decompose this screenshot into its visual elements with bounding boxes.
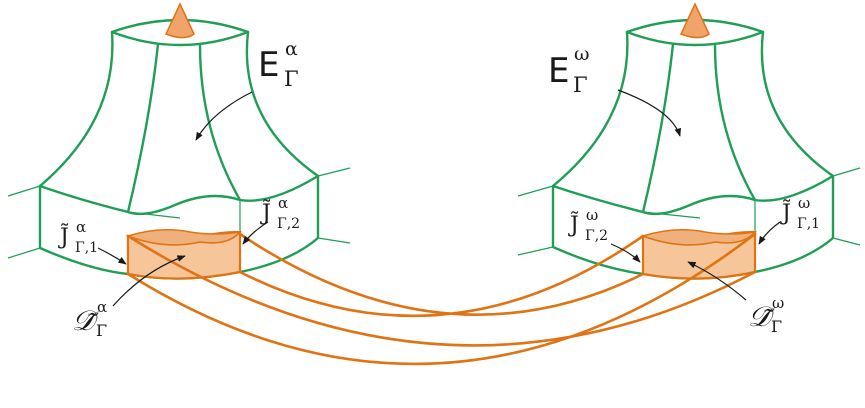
alpha-sheet: [7, 2, 351, 280]
alpha-ext-line-right-bottom: [317, 237, 351, 244]
arrow-J-omega-1: [758, 221, 781, 245]
alpha-ext-line-right-top: [317, 167, 351, 177]
omega-rib-2: [713, 43, 757, 202]
omega-rib-1: [641, 42, 675, 214]
arrow-E-alpha: [195, 91, 253, 141]
alpha-ext-line-left-top: [7, 185, 41, 197]
alpha-top-rim: [110, 30, 250, 47]
omega-ext-line-right-top: [832, 167, 861, 177]
arrow-J-alpha-1: [97, 247, 127, 265]
arrow-D-omega: [687, 261, 747, 301]
label-E-alpha-sub: Γ: [284, 67, 299, 91]
label-E-alpha-sup: α: [285, 38, 298, 60]
label-E-omega-sub: Γ: [573, 73, 588, 97]
label-D-alpha: 𝒟̃ α Γ: [72, 298, 107, 340]
label-J-omega-2-sub: Γ,2: [585, 228, 608, 244]
alpha-region-top: [125, 228, 243, 246]
label-J-omega-1-sub: Γ,1: [797, 216, 820, 232]
connector-arcs: [126, 232, 757, 366]
label-J-omega-1-base: J̃: [780, 200, 791, 226]
label-J-omega-1-sup: ω: [798, 194, 810, 212]
arc-1: [238, 232, 645, 316]
label-J-omega-2-sup: ω: [586, 206, 598, 224]
arrow-E-omega: [617, 89, 681, 137]
omega-top-rim: [625, 30, 765, 47]
omega-ext-line-left-bottom: [517, 246, 554, 256]
omega-cusp: [679, 2, 710, 39]
label-D-omega-sup: ω: [772, 294, 784, 312]
omega-upper-body: [551, 18, 835, 216]
label-D-omega: 𝒟̃ ω Γ: [748, 294, 784, 336]
label-J-alpha-2: J̃ α Γ,2: [260, 194, 300, 232]
label-J-alpha-1-base: J̃: [58, 224, 69, 250]
arc-4: [126, 232, 757, 366]
label-J-alpha-1-sup: α: [76, 218, 86, 236]
arc-2: [238, 234, 645, 318]
label-J-omega-2-base: J̃: [568, 212, 579, 238]
label-J-alpha-1: J̃ α Γ,1: [58, 218, 98, 256]
label-E-alpha: E α Γ: [258, 38, 299, 91]
label-J-omega-1: J̃ ω Γ,1: [780, 194, 820, 232]
label-E-alpha-base: E: [258, 45, 279, 85]
label-E-omega-sup: ω: [574, 43, 590, 65]
alpha-cusp: [164, 2, 195, 39]
omega-ext-line-left-top: [517, 185, 554, 197]
label-J-omega-2: J̃ ω Γ,2: [568, 206, 608, 244]
label-J-alpha-1-sub: Γ,1: [75, 240, 98, 256]
label-D-alpha-sub: Γ: [96, 321, 107, 340]
arc-3: [126, 234, 757, 347]
label-J-alpha-2-sup: α: [278, 194, 288, 212]
label-D-alpha-sup: α: [97, 298, 107, 316]
arrow-D-alpha: [112, 255, 186, 307]
label-E-omega: E ω Γ: [548, 43, 590, 97]
arrow-J-alpha-2: [242, 221, 269, 245]
label-D-omega-sub: Γ: [771, 317, 782, 336]
annotation-arrows: [97, 89, 781, 307]
arrow-J-omega-2: [610, 243, 641, 263]
label-J-alpha-2-sub: Γ,2: [277, 216, 300, 232]
alpha-rib-2: [198, 43, 242, 202]
label-E-omega-base: E: [548, 51, 569, 91]
alpha-ext-line-left-bottom: [7, 247, 41, 259]
omega-region-top: [640, 228, 758, 246]
alpha-rib-1: [126, 42, 160, 214]
label-J-alpha-2-base: J̃: [260, 200, 271, 226]
omega-ext-line-right-bottom: [832, 237, 861, 246]
omega-sheet: [517, 2, 861, 280]
